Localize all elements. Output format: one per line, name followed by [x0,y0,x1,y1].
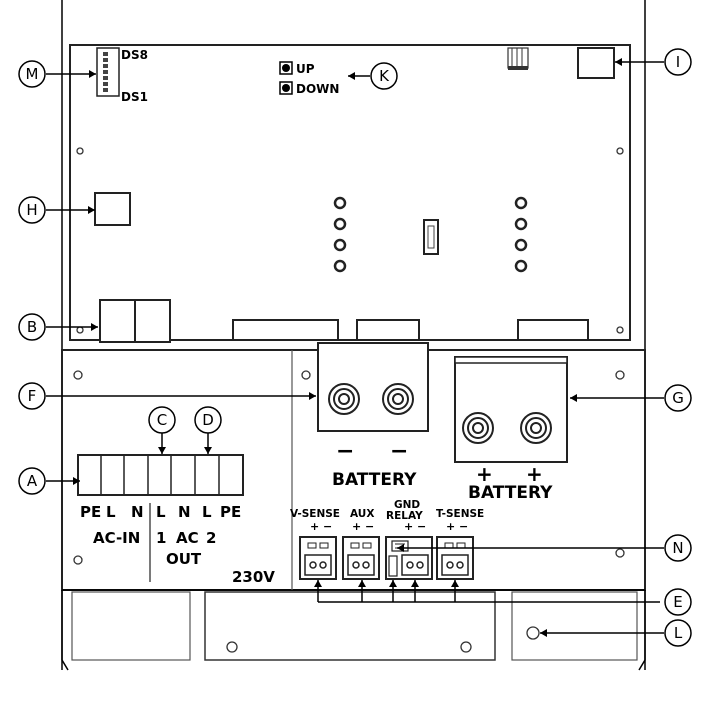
v-sense-label: V-SENSE [290,508,340,520]
mount-hole [73,555,83,565]
ac-terminal-strip[interactable] [77,454,244,496]
enclosure [61,0,646,671]
svg-text:B: B [27,318,37,336]
up-label: UP [296,62,315,76]
battery-plus-label: BATTERY [468,483,553,503]
pcb-board [69,44,631,341]
term-n-1: N [131,503,144,521]
board-connector-3 [517,319,589,341]
svg-text:E: E [673,593,682,611]
fuse [423,219,439,255]
ds8-label: DS8 [121,48,148,62]
ds-led-column [96,47,120,97]
callout-n: N [664,534,692,562]
svg-text:I: I [676,53,680,71]
voltage-label: 230V [232,568,275,586]
callout-m: M [18,60,46,88]
callout-g: G [664,384,692,412]
up-button[interactable] [279,61,293,75]
svg-text:L: L [674,624,683,642]
gnd-label: GND [394,499,420,511]
board-connector-1 [232,319,339,341]
ds1-label: DS1 [121,90,148,104]
svg-text:M: M [26,65,39,83]
svg-text:G: G [672,389,684,407]
term-pe-1: PE [80,503,101,521]
arrowheads [73,58,622,637]
relay-connector[interactable] [385,536,433,580]
relay-pm: + − [404,520,426,533]
battery-minus-label: BATTERY [332,470,417,490]
ac-out-2: 2 [206,529,216,547]
header-connector [507,47,529,70]
battery-plus-terminal[interactable] [454,356,568,463]
callout-a: A [18,467,46,495]
svg-text:D: D [202,411,214,429]
mount-hole [615,370,625,380]
term-n-2: N [178,503,191,521]
mount-hole [615,548,625,558]
callout-i: I [664,48,692,76]
down-label: DOWN [296,82,339,96]
callout-h: H [18,196,46,224]
callout-f: F [18,382,46,410]
component-h [94,192,131,226]
coil-left [333,196,347,273]
mount-hole [73,370,83,380]
svg-text:C: C [157,411,167,429]
svg-text:F: F [28,387,37,405]
minus-sign-1: − [336,439,354,464]
term-l-2: L [156,503,166,521]
callout-e: E [664,588,692,616]
term-l-1: L [106,503,116,521]
svg-text:N: N [672,539,683,557]
term-l-3: L [202,503,212,521]
ac-out-1: 1 [156,529,166,547]
v-sense-connector[interactable] [299,536,337,580]
component-i [577,47,615,79]
t-sense-connector[interactable] [436,536,474,580]
ac-in-label: AC-IN [93,529,140,547]
t-sense-pm: + − [446,520,468,533]
ac-out-ac: AC [176,529,199,547]
callout-b: B [18,313,46,341]
coil-right [514,196,528,273]
callout-d: D [194,406,222,434]
callout-l: L [664,619,692,647]
aux-pm: + − [352,520,374,533]
plus-sign-1: + [476,462,493,486]
svg-text:K: K [379,67,390,85]
t-sense-label: T-SENSE [436,508,484,520]
svg-text:A: A [27,472,38,490]
callout-c: C [148,406,176,434]
connector-b [99,299,171,343]
relay-label: RELAY [386,510,423,522]
down-button[interactable] [279,81,293,95]
mount-hole [301,370,311,380]
term-pe-2: PE [220,503,241,521]
board-connector-2 [356,319,420,341]
battery-minus-terminal[interactable] [317,342,429,432]
aux-connector[interactable] [342,536,380,580]
minus-sign-2: − [390,439,408,464]
callout-k: K [370,62,398,90]
svg-text:H: H [26,201,37,219]
v-sense-pm: + − [310,520,332,533]
ac-out-label: OUT [166,550,202,568]
plus-sign-2: + [526,462,543,486]
aux-label: AUX [350,508,374,520]
